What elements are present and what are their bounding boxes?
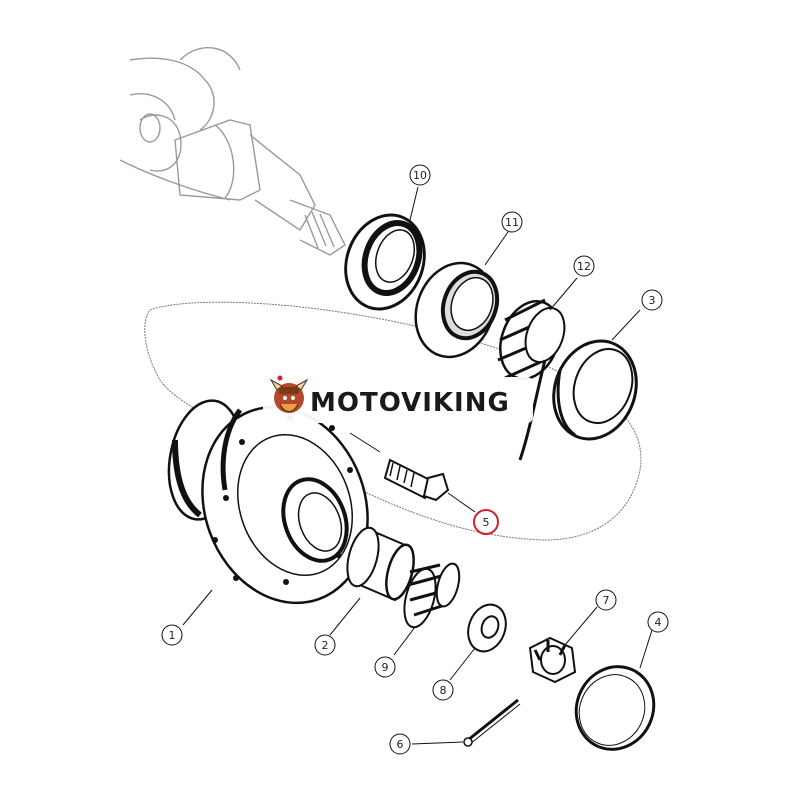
callout-12: 12 [573,255,595,277]
part-2-cup [346,526,415,602]
callout-label: 7 [603,594,610,607]
part-6-cotter-pin [463,698,521,747]
callout-circle [389,733,411,755]
callout-8: 8 [432,679,454,701]
callout-1: 1 [161,624,183,646]
callout-circle [432,679,454,701]
part-3-bearing-cup [552,339,638,441]
part-8-washer [467,603,507,653]
part-7-castle-nut [528,636,577,684]
part-11-bearing-race [414,261,500,359]
callout-label: 9 [382,661,389,674]
callout-circle [314,634,336,656]
callout-11: 11 [501,211,523,233]
callout-7: 7 [595,589,617,611]
callout-label: 8 [440,684,447,697]
callout-circle [641,289,663,311]
callout-label: 12 [577,260,591,273]
leader-lines [182,186,653,745]
callout-label: 6 [397,738,404,751]
callout-label: 3 [649,294,656,307]
callout-3: 3 [641,289,663,311]
callout-circle [473,509,499,535]
callout-circle [409,164,431,186]
assembly-outline-loop [144,301,642,541]
watermark-logo: MOTOVIKING [263,375,533,423]
callout-label: 1 [169,629,176,642]
callout-4: 4 [647,611,669,633]
part-1-hub [167,399,369,605]
callout-label: 2 [322,639,329,652]
callout-9: 9 [374,656,396,678]
callout-label: 10 [413,169,427,182]
callout-circle [647,611,669,633]
part-5-bolt [349,432,450,502]
callout-circle [374,656,396,678]
callout-label: 5 [483,516,490,529]
callout-circle [595,589,617,611]
callout-circle [161,624,183,646]
axle-spindle [119,46,346,256]
callout-2: 2 [314,634,336,656]
watermark-text: MOTOVIKING [310,388,510,418]
part-12-tapered-bearing [497,298,566,381]
callout-5: 5 [473,509,499,535]
callout-label: 11 [505,216,519,229]
viking-mascot-icon [269,375,309,413]
callout-6: 6 [389,733,411,755]
callout-label: 4 [655,616,662,629]
callout-circle [573,255,595,277]
part-9-tapered-bearing [403,562,461,629]
callout-10: 10 [409,164,431,186]
part-4-cap [574,665,656,751]
callout-circle [501,211,523,233]
part-10-seal [344,213,426,311]
